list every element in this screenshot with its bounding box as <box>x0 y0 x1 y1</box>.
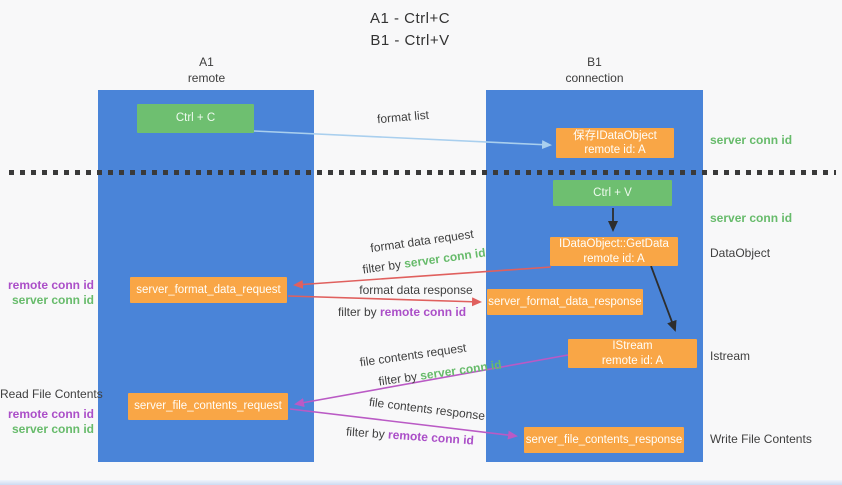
right-column-role: connection <box>565 70 624 85</box>
filter-by-text: filter by <box>361 257 402 277</box>
server-conn-id-annotation-mid: server conn id <box>710 211 793 225</box>
diagram-title: A1 - Ctrl+C B1 - Ctrl+V <box>300 8 520 52</box>
window-bottom-edge <box>0 480 842 485</box>
save-idataobject-box: 保存IDataObject remote id: A <box>556 128 674 158</box>
file-contents-response-filter-label: filter by remote conn id <box>346 425 475 448</box>
server-format-data-response-box: server_format_data_response <box>487 289 643 315</box>
title-line-a1: A1 - Ctrl+C <box>369 10 451 27</box>
format-list-flow-label: format list <box>376 108 429 126</box>
right-column-name: B1 <box>587 55 602 69</box>
idataobject-getdata-box: IDataObject::GetData remote id: A <box>550 237 678 266</box>
left-column-role: remote <box>187 70 226 85</box>
format-data-response-flow-label: format data response <box>359 283 472 297</box>
server-format-data-request-box: server_format_data_request <box>130 277 287 303</box>
ctrl-v-keypress-box: Ctrl + V <box>553 180 672 206</box>
server-format-data-response-label: server_format_data_response <box>488 295 642 308</box>
ctrl-c-keypress-box: Ctrl + C <box>137 104 254 133</box>
filter-by-text: filter by <box>345 424 386 442</box>
read-file-contents-annotation: Read File Contents <box>0 387 103 401</box>
format-data-response-text: format data response <box>359 283 473 297</box>
server-file-contents-response-label: server_file_contents_response <box>525 433 683 446</box>
istream-box: IStream remote id: A <box>568 339 697 368</box>
idataobject-getdata-line1: IDataObject::GetData <box>559 238 669 251</box>
left-column-header: A1 remote <box>98 55 315 86</box>
server-conn-id-text: server conn id <box>403 245 487 271</box>
server-file-contents-request-label: server_file_contents_request <box>134 400 282 413</box>
remote-conn-id-annotation-file: remote conn id <box>7 407 94 421</box>
server-conn-id-annotation-format: server conn id <box>11 293 94 307</box>
filter-by-text: filter by <box>377 369 418 389</box>
idataobject-getdata-line2: remote id: A <box>583 252 645 265</box>
phase-divider-dotted-line <box>9 170 836 175</box>
format-data-response-filter-label: filter by remote conn id <box>338 305 466 319</box>
title-line-b1: B1 - Ctrl+V <box>370 32 450 49</box>
remote-conn-id-text: remote conn id <box>380 305 467 319</box>
istream-line1: IStream <box>612 340 653 353</box>
left-column-name: A1 <box>199 55 214 69</box>
right-column-header: B1 connection <box>486 55 703 86</box>
server-format-data-request-label: server_format_data_request <box>136 283 281 296</box>
filter-by-text: filter by <box>337 305 377 319</box>
save-idataobject-line2: remote id: A <box>584 144 646 156</box>
server-file-contents-response-box: server_file_contents_response <box>524 427 684 453</box>
istream-line2: remote id: A <box>601 354 664 367</box>
save-idataobject-line1: 保存IDataObject <box>573 129 657 142</box>
ctrl-c-label: Ctrl + C <box>175 112 216 125</box>
ctrl-v-label: Ctrl + V <box>593 186 632 199</box>
write-file-contents-annotation: Write File Contents <box>710 432 812 446</box>
file-contents-response-text: file contents response <box>368 394 486 424</box>
server-file-contents-request-box: server_file_contents_request <box>128 393 288 420</box>
istream-annotation: Istream <box>710 349 751 363</box>
remote-conn-id-text: remote conn id <box>387 427 475 448</box>
server-conn-id-annotation-top: server conn id <box>710 133 793 147</box>
format-list-text: format list <box>376 107 430 127</box>
dataobject-annotation: DataObject <box>710 246 771 260</box>
remote-conn-id-annotation-format: remote conn id <box>7 278 94 292</box>
server-conn-id-annotation-file: server conn id <box>11 422 94 436</box>
file-contents-response-flow-label: file contents response <box>368 395 486 423</box>
